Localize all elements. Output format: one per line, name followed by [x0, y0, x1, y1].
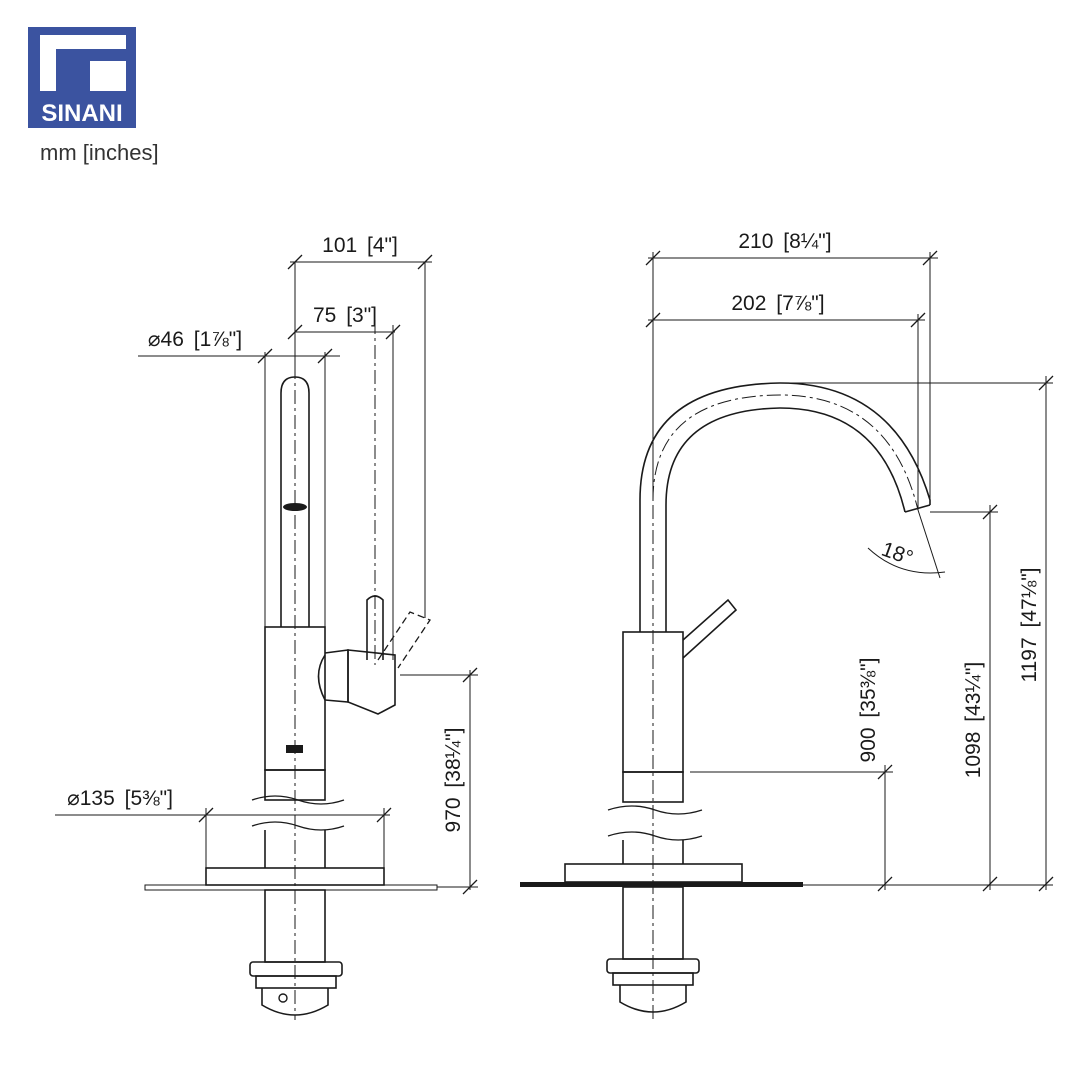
dim-46-in: 1⅞": [200, 328, 237, 351]
dim-135-in: 5⅜": [130, 787, 167, 810]
dim-1197-mm: 1197: [1018, 637, 1041, 682]
dim-75-mm: 75: [313, 304, 336, 327]
dim-101-mm: 101: [322, 234, 357, 257]
front-view: 210 [8¼"] 202 [7⅞"] 18° 900 [35⅜"] 1098 …: [520, 230, 1054, 1020]
svg-text:900 [35⅜"]: 900 [35⅜"]: [857, 658, 880, 763]
svg-text:202 [7⅞"]: 202 [7⅞"]: [731, 292, 824, 315]
dim-1197-in: 47⅛": [1018, 573, 1041, 621]
svg-text:970 [38¼"]: 970 [38¼"]: [442, 728, 465, 833]
dim-75-in: 3": [352, 304, 371, 327]
svg-text:⌀135 [5⅜"]: ⌀135 [5⅜"]: [67, 787, 173, 810]
dim-101-in: 4": [373, 234, 392, 257]
sinani-logo: SINANI: [28, 27, 136, 128]
svg-text:1098 [43¼"]: 1098 [43¼"]: [962, 662, 985, 779]
dim-1098-mm: 1098: [962, 732, 985, 779]
lever-front: [682, 598, 738, 659]
spout-front: [639, 382, 931, 632]
dim-1098-in: 43¼": [962, 668, 985, 716]
dim-202-in: 7⅞": [782, 292, 819, 315]
svg-text:210 [8¼"]: 210 [8¼"]: [738, 230, 831, 253]
dim-970-mm: 970: [442, 797, 465, 832]
countertop-front: [520, 882, 803, 887]
svg-text:101 [4"]: 101 [4"]: [322, 234, 398, 257]
brand-name: SINANI: [41, 100, 122, 127]
lever-housing-side: [347, 649, 396, 715]
svg-text:⌀46 [1⅞"]: ⌀46 [1⅞"]: [148, 328, 242, 351]
spout-angle: 18°: [878, 538, 916, 570]
dim-135-mm: ⌀135: [67, 787, 115, 810]
dim-202-mm: 202: [731, 292, 766, 315]
svg-text:1197 [47⅛"]: 1197 [47⅛"]: [1018, 567, 1041, 682]
svg-text:75 [3"]: 75 [3"]: [313, 304, 377, 327]
dim-210-mm: 210: [738, 230, 773, 253]
dim-46-mm: ⌀46: [148, 328, 184, 351]
nut-side: [249, 961, 343, 977]
dim-900-in: 35⅜": [857, 663, 880, 711]
dim-900-mm: 900: [857, 727, 880, 762]
side-view: 101 [4"] 75 [3"] ⌀46 [1⅞"] ⌀135 [5⅜"] 97…: [55, 234, 478, 1020]
dim-210-in: 8¼": [789, 230, 826, 253]
units-label: mm [inches]: [40, 140, 159, 165]
dim-970-in: 38¼": [442, 733, 465, 781]
